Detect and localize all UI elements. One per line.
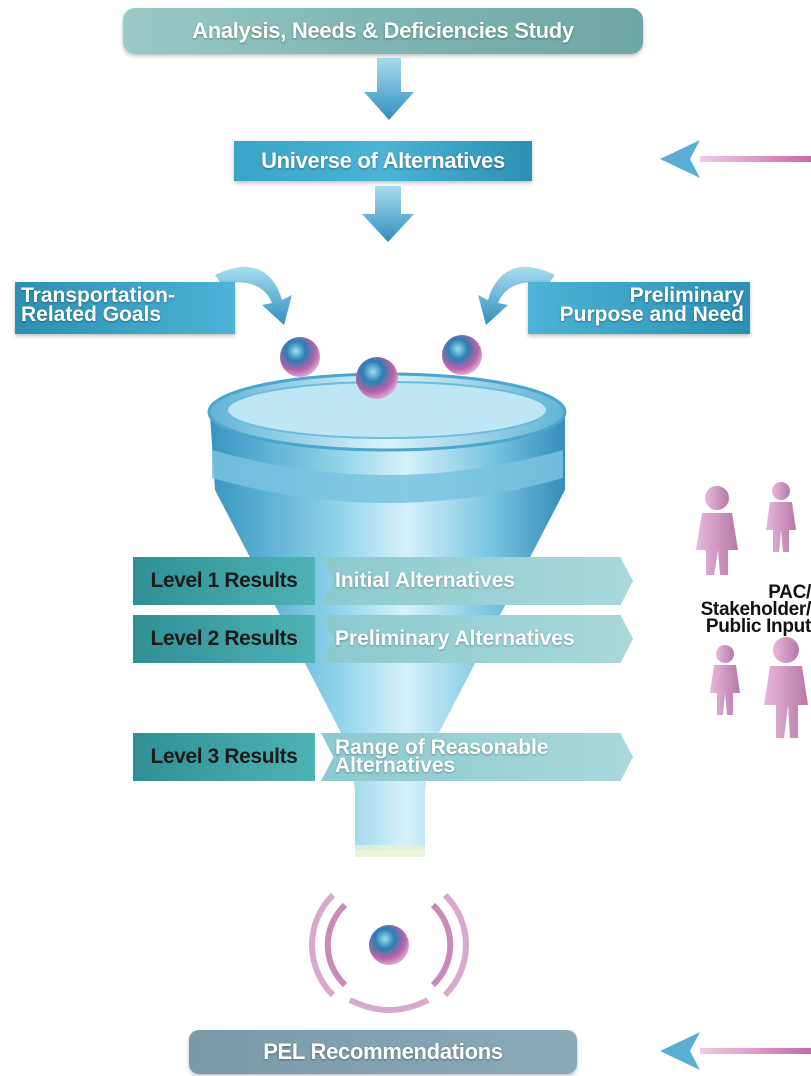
level-2-label: Level 2 Results bbox=[133, 615, 315, 663]
level-1-value-line1: Initial Alternatives bbox=[335, 569, 516, 592]
purpose-need-line1: Preliminary bbox=[629, 284, 744, 307]
stakeholder-line1: PAC/ bbox=[768, 582, 811, 603]
transportation-goals-line2: Related Goals bbox=[21, 303, 162, 326]
person-icon bbox=[766, 482, 796, 552]
output-sphere-icon bbox=[308, 892, 470, 1013]
down-arrow-icon bbox=[362, 186, 414, 242]
level-3-value-line2: Alternatives bbox=[335, 754, 456, 777]
level-1-row: Level 1 Results Initial Alternatives bbox=[133, 557, 633, 605]
purpose-and-need-box: Preliminary Purpose and Need bbox=[528, 282, 750, 334]
universe-of-alternatives-box: Universe of Alternatives bbox=[234, 141, 532, 181]
level-2-row: Level 2 Results Preliminary Alternatives bbox=[133, 615, 633, 663]
curved-arrow-right-icon bbox=[478, 266, 555, 325]
transportation-goals-line1: Transportation- bbox=[21, 284, 176, 307]
level-3-value: Range of Reasonable Alternatives bbox=[321, 733, 633, 781]
person-icon bbox=[710, 645, 740, 715]
level-1-value: Initial Alternatives bbox=[321, 557, 633, 605]
sphere-icon bbox=[280, 337, 320, 377]
level-3-value-line1: Range of Reasonable bbox=[335, 736, 549, 759]
stakeholder-line2: Stakeholder/ bbox=[700, 599, 811, 620]
input-arrow-icon bbox=[660, 140, 811, 178]
universe-label: Universe of Alternatives bbox=[261, 148, 505, 173]
sphere-icon bbox=[356, 357, 398, 399]
purpose-need-line2: Purpose and Need bbox=[559, 303, 744, 326]
curved-arrow-left-icon bbox=[215, 266, 292, 325]
person-icon bbox=[696, 486, 738, 575]
stakeholder-input-label: PAC/ Stakeholder/ Public Input bbox=[677, 582, 811, 637]
level-3-label: Level 3 Results bbox=[133, 733, 315, 781]
down-arrow-icon bbox=[364, 58, 414, 120]
sphere-icon bbox=[442, 335, 482, 375]
stakeholder-line3: Public Input bbox=[705, 616, 811, 637]
level-1-label: Level 1 Results bbox=[133, 557, 315, 605]
level-3-row: Level 3 Results Range of Reasonable Alte… bbox=[133, 733, 633, 781]
pel-recommendations-label: PEL Recommendations bbox=[263, 1039, 503, 1064]
person-icon bbox=[764, 637, 808, 738]
pel-recommendations-box: PEL Recommendations bbox=[189, 1030, 577, 1074]
analysis-study-box: Analysis, Needs & Deficiencies Study bbox=[123, 8, 643, 54]
transportation-goals-box: Transportation- Related Goals bbox=[15, 282, 235, 334]
level-2-value: Preliminary Alternatives bbox=[321, 615, 633, 663]
analysis-study-label: Analysis, Needs & Deficiencies Study bbox=[192, 18, 574, 43]
level-2-value-line1: Preliminary Alternatives bbox=[335, 627, 575, 650]
input-arrow-icon bbox=[660, 1032, 811, 1070]
